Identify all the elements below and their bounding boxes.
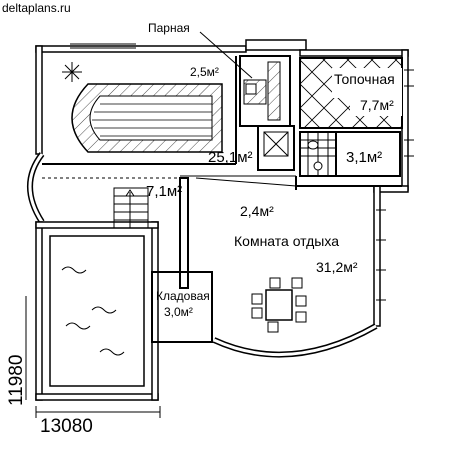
pool-hall-area: 25,1м²: [208, 149, 253, 166]
sauna-room: [199, 31, 291, 127]
storage-area: 3,0м²: [164, 305, 193, 319]
shower-room: [257, 125, 295, 171]
corridor-area: 2,4м²: [240, 203, 274, 219]
stair-hall-area: 7,1м²: [146, 183, 182, 200]
lounge-area: 31,2м²: [316, 259, 358, 275]
dimension-lines: [25, 296, 161, 418]
sauna-area: 2,5м²: [190, 65, 219, 79]
boiler-area: 7,7м²: [360, 97, 394, 113]
window-marks: [70, 43, 414, 301]
width-dimension: 13080: [40, 416, 93, 437]
stairs: [113, 177, 189, 289]
height-dimension: 11980: [6, 355, 27, 406]
plant-icon: [62, 62, 82, 82]
lower-pool: [49, 235, 145, 387]
sauna-label: Парная: [148, 21, 190, 35]
storage-label: Кладовая: [156, 289, 210, 303]
boiler-label: Топочная: [334, 71, 395, 87]
lounge-label: Комната отдыха: [234, 233, 339, 249]
bath-area: 3,1м²: [346, 149, 382, 166]
dining-set: [251, 277, 307, 333]
pool-hall-partitions: [42, 56, 297, 187]
boiler-room: [299, 57, 403, 129]
watermark-text: deltaplans.ru: [2, 1, 71, 15]
pool: [71, 83, 223, 153]
bathroom: [295, 131, 402, 190]
